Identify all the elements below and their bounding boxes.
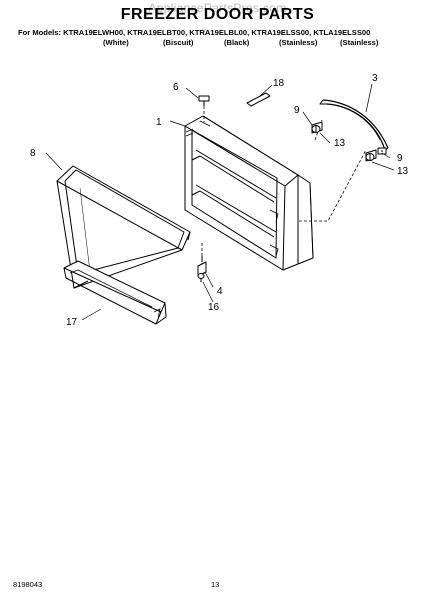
- watermark-text: AppliancePartsPros.com: [148, 1, 287, 15]
- handle-mount-left: [311, 121, 323, 134]
- page-number: 13: [211, 580, 220, 589]
- door-shelf: [63, 260, 167, 325]
- hinge-screw: [197, 273, 205, 282]
- handle-mount-right: [365, 149, 377, 162]
- callout-9-left: 9: [294, 105, 300, 116]
- document-number: 8198043: [13, 580, 43, 589]
- callout-17: 17: [66, 317, 78, 328]
- callout-1: 1: [156, 117, 162, 128]
- nameplate: [246, 92, 271, 107]
- callout-13-right: 13: [397, 166, 409, 177]
- callout-13-left: 13: [334, 138, 346, 149]
- callout-9-right: 9: [397, 153, 403, 164]
- callout-18: 18: [273, 78, 285, 89]
- door-handle: [319, 99, 389, 151]
- callout-4: 4: [217, 286, 223, 297]
- top-screw: [198, 95, 210, 106]
- models-line: For Models: KTRA19ELWH00, KTRA19ELBT00, …: [18, 28, 371, 37]
- hinge-pin: [197, 256, 207, 277]
- callout-8: 8: [30, 148, 36, 159]
- color-white: (White): [103, 38, 129, 47]
- color-stainless-1: (Stainless): [279, 38, 318, 47]
- color-black: (Black): [224, 38, 250, 47]
- callout-6: 6: [173, 82, 179, 93]
- color-biscuit: (Biscuit): [163, 38, 194, 47]
- color-stainless-2: (Stainless): [340, 38, 379, 47]
- callout-3: 3: [372, 73, 378, 84]
- handle-screw-right: [377, 147, 387, 155]
- freezer-door: [184, 115, 314, 271]
- door-gasket: [56, 165, 191, 289]
- callout-16: 16: [208, 302, 220, 313]
- page-title: FREEZER DOOR PARTS: [120, 6, 315, 23]
